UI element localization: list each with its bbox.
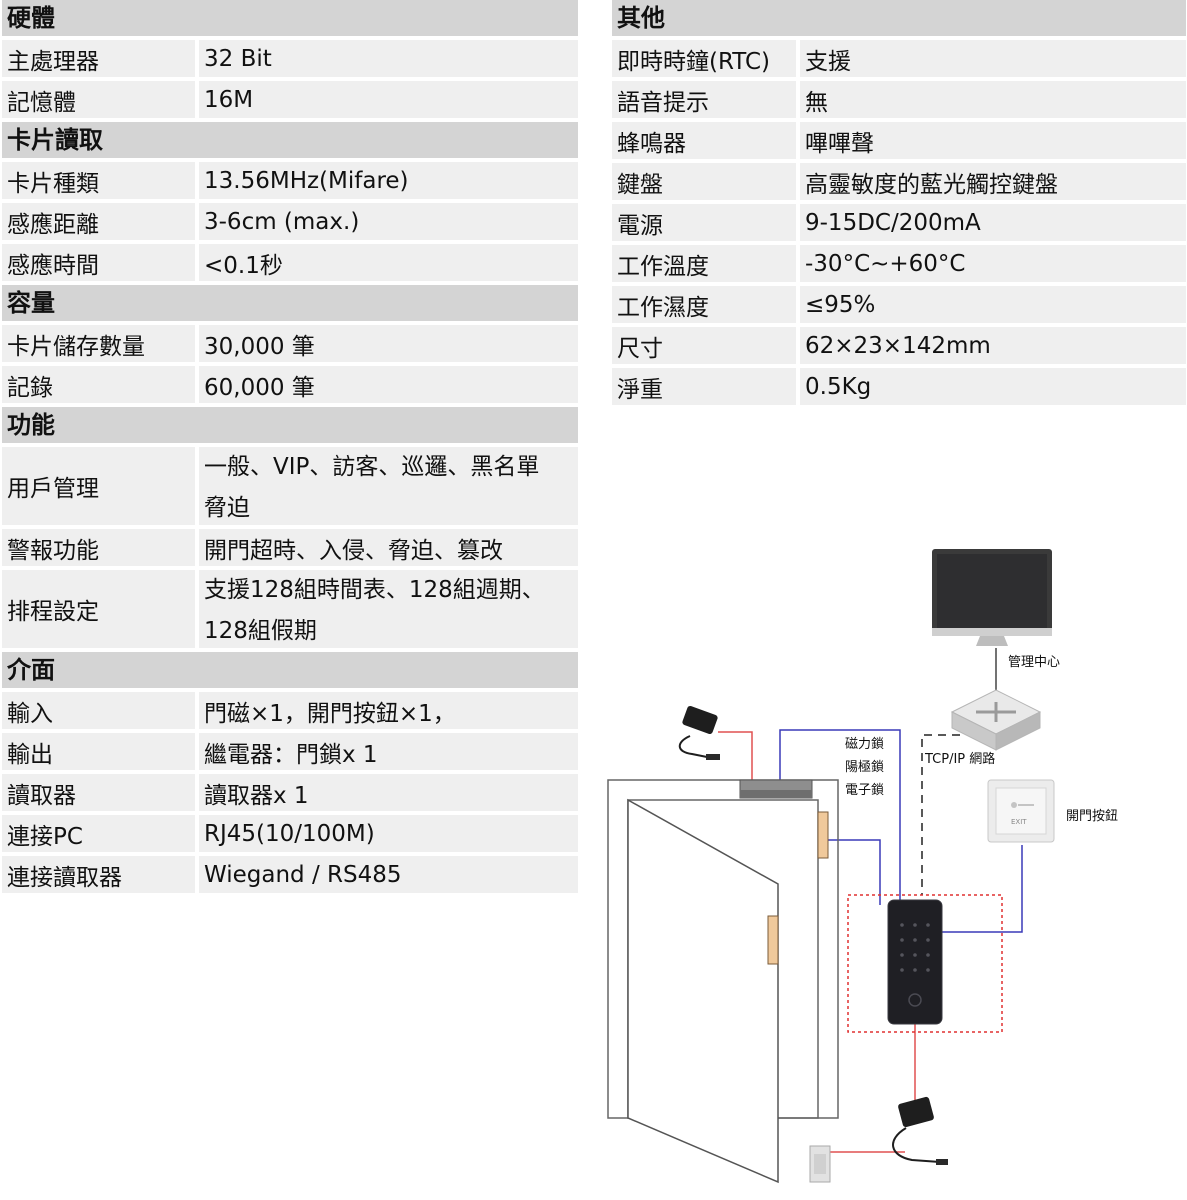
spec-value: 32 Bit — [199, 40, 578, 77]
exit-button-icon: EXIT — [987, 779, 1055, 843]
spec-value: 3-6cm (max.) — [199, 203, 578, 240]
spec-value: <0.1秒 — [199, 244, 578, 281]
spec-label: 連接讀取器 — [2, 856, 195, 893]
power-adapter-icon — [892, 1096, 948, 1165]
lock-type-label: 電子鎖 — [845, 782, 884, 798]
section-header-others: 其他 — [612, 0, 1186, 36]
spec-value: Wiegand / RS485 — [199, 856, 578, 893]
blue-wire-exit — [940, 845, 1023, 933]
right-spec-table: 其他 即時時鐘(RTC) 支援 語音提示 無 蜂鳴器 嗶嗶聲 鍵盤 高靈敏度的藍… — [612, 0, 1186, 409]
spec-value: 16M — [199, 81, 578, 118]
controller-highlight-box — [847, 894, 1003, 1033]
spec-value: 一般、VIP、訪客、巡邏、黑名單 脅迫 — [199, 447, 578, 525]
spec-label: 警報功能 — [2, 529, 195, 566]
spec-value: 讀取器x 1 — [199, 774, 578, 811]
network-label: TCP/IP 網路 — [924, 751, 995, 767]
spec-label: 輸入 — [2, 692, 195, 729]
spec-label: 排程設定 — [2, 570, 195, 648]
red-wire-top — [718, 731, 753, 780]
spec-label: 卡片儲存數量 — [2, 325, 195, 362]
spec-label: 讀取器 — [2, 774, 195, 811]
door-sensor-icon — [767, 915, 779, 965]
power-adapter-icon — [678, 705, 720, 760]
spec-value: 30,000 筆 — [199, 325, 578, 362]
spec-label: 工作濕度 — [612, 286, 796, 323]
wiring — [718, 648, 1023, 1153]
spec-value: 門磁×1，開門按鈕×1， — [199, 692, 578, 729]
lock-type-label: 陽極鎖 — [845, 759, 884, 775]
spec-label: 感應時間 — [2, 244, 195, 281]
spec-value: 9-15DC/200mA — [800, 204, 1186, 241]
spec-value-line: 脅迫 — [204, 495, 250, 521]
spec-value: -30°C~+60°C — [800, 245, 1186, 282]
spec-value: RJ45(10/100M) — [199, 815, 578, 852]
spec-label: 連接PC — [2, 815, 195, 852]
spec-value-line: 支援128組時間表、128組週期、 — [204, 577, 545, 603]
door-strike-icon — [817, 811, 829, 859]
spec-value: 13.56MHz(Mifare) — [199, 162, 578, 199]
spec-label: 即時時鐘(RTC) — [612, 40, 796, 77]
card-reader-icon — [887, 899, 943, 1025]
section-header-hardware: 硬體 — [2, 0, 578, 36]
spec-label: 工作溫度 — [612, 245, 796, 282]
installation-diagram: 管理中心 TCP/IP 網路 磁力鎖 陽極鎖 電子鎖 EXIT 開門按鈕 — [607, 549, 1118, 1184]
spec-value: 62×23×142mm — [800, 327, 1186, 364]
spec-value: 繼電器：門鎖x 1 — [199, 733, 578, 770]
spec-value: 支援 — [800, 40, 1186, 77]
spec-value: ≤95% — [800, 286, 1186, 323]
door-frame — [607, 779, 839, 1184]
spec-label: 輸出 — [2, 733, 195, 770]
spec-label: 尺寸 — [612, 327, 796, 364]
exit-button-face-text: EXIT — [1011, 818, 1027, 826]
spec-label: 電源 — [612, 204, 796, 241]
spec-label: 記錄 — [2, 366, 195, 403]
exit-button-small-icon — [809, 1145, 831, 1183]
spec-value: 60,000 筆 — [199, 366, 578, 403]
spec-value: 高靈敏度的藍光觸控鍵盤 — [800, 163, 1186, 200]
network-switch-icon — [950, 689, 1042, 751]
spec-label: 卡片種類 — [2, 162, 195, 199]
management-center-label: 管理中心 — [1008, 655, 1060, 670]
section-header-card-reading: 卡片讀取 — [2, 122, 578, 158]
network-dashed-line — [921, 734, 960, 895]
spec-label: 用戶管理 — [2, 447, 195, 525]
blue-wire-strike — [828, 839, 881, 905]
left-spec-table: 硬體 主處理器 32 Bit 記憶體 16M 卡片讀取 卡片種類 13.56MH… — [2, 0, 578, 897]
spec-value-line: 一般、VIP、訪客、巡邏、黑名單 — [204, 454, 540, 480]
spec-label: 鍵盤 — [612, 163, 796, 200]
section-header-capacity: 容量 — [2, 285, 578, 321]
spec-value: 0.5Kg — [800, 368, 1186, 405]
spec-value: 開門超時、入侵、脅迫、篡改 — [199, 529, 578, 566]
spec-label: 蜂鳴器 — [612, 122, 796, 159]
spec-value: 支援128組時間表、128組週期、 128組假期 — [199, 570, 578, 648]
spec-value: 嗶嗶聲 — [800, 122, 1186, 159]
lock-type-label: 磁力鎖 — [845, 736, 884, 752]
spec-value: 無 — [800, 81, 1186, 118]
spec-label: 語音提示 — [612, 81, 796, 118]
spec-value-line: 128組假期 — [204, 618, 317, 644]
section-header-functions: 功能 — [2, 407, 578, 443]
spec-label: 記憶體 — [2, 81, 195, 118]
spec-label: 淨重 — [612, 368, 796, 405]
section-header-interface: 介面 — [2, 652, 578, 688]
magnetic-lock-plate — [740, 790, 812, 798]
blue-wire-lock — [779, 729, 901, 905]
spec-label: 主處理器 — [2, 40, 195, 77]
exit-button-label: 開門按鈕 — [1066, 809, 1118, 824]
monitor-icon — [932, 549, 1052, 646]
spec-label: 感應距離 — [2, 203, 195, 240]
